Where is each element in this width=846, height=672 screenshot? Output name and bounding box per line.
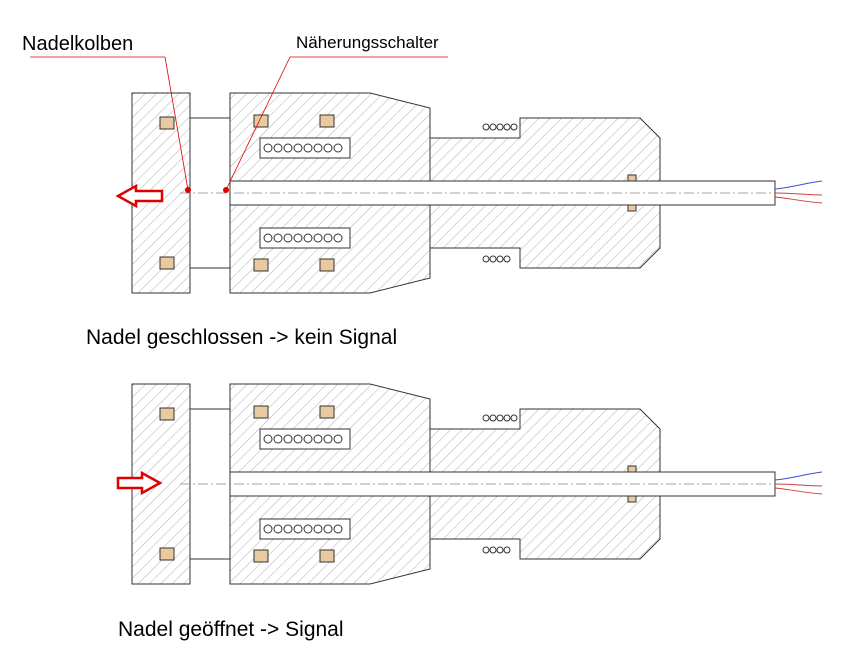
caption-open: Nadel geöffnet -> Signal [118, 618, 344, 641]
needle-piston-label: Nadelkolben [22, 33, 134, 55]
marker-needle-piston [185, 187, 191, 193]
leader-needle-piston [30, 56, 189, 191]
caption-closed: Nadel geschlossen -> kein Signal [86, 326, 398, 349]
proximity-switch-label: Näherungsschalter [296, 33, 439, 52]
arrow-left-icon [115, 183, 164, 209]
arrow-right-icon [116, 470, 163, 496]
marker-proximity-switch [223, 187, 229, 193]
section-closed [131, 92, 823, 294]
section-open [131, 383, 823, 585]
leader-proximity-switch [225, 56, 448, 191]
